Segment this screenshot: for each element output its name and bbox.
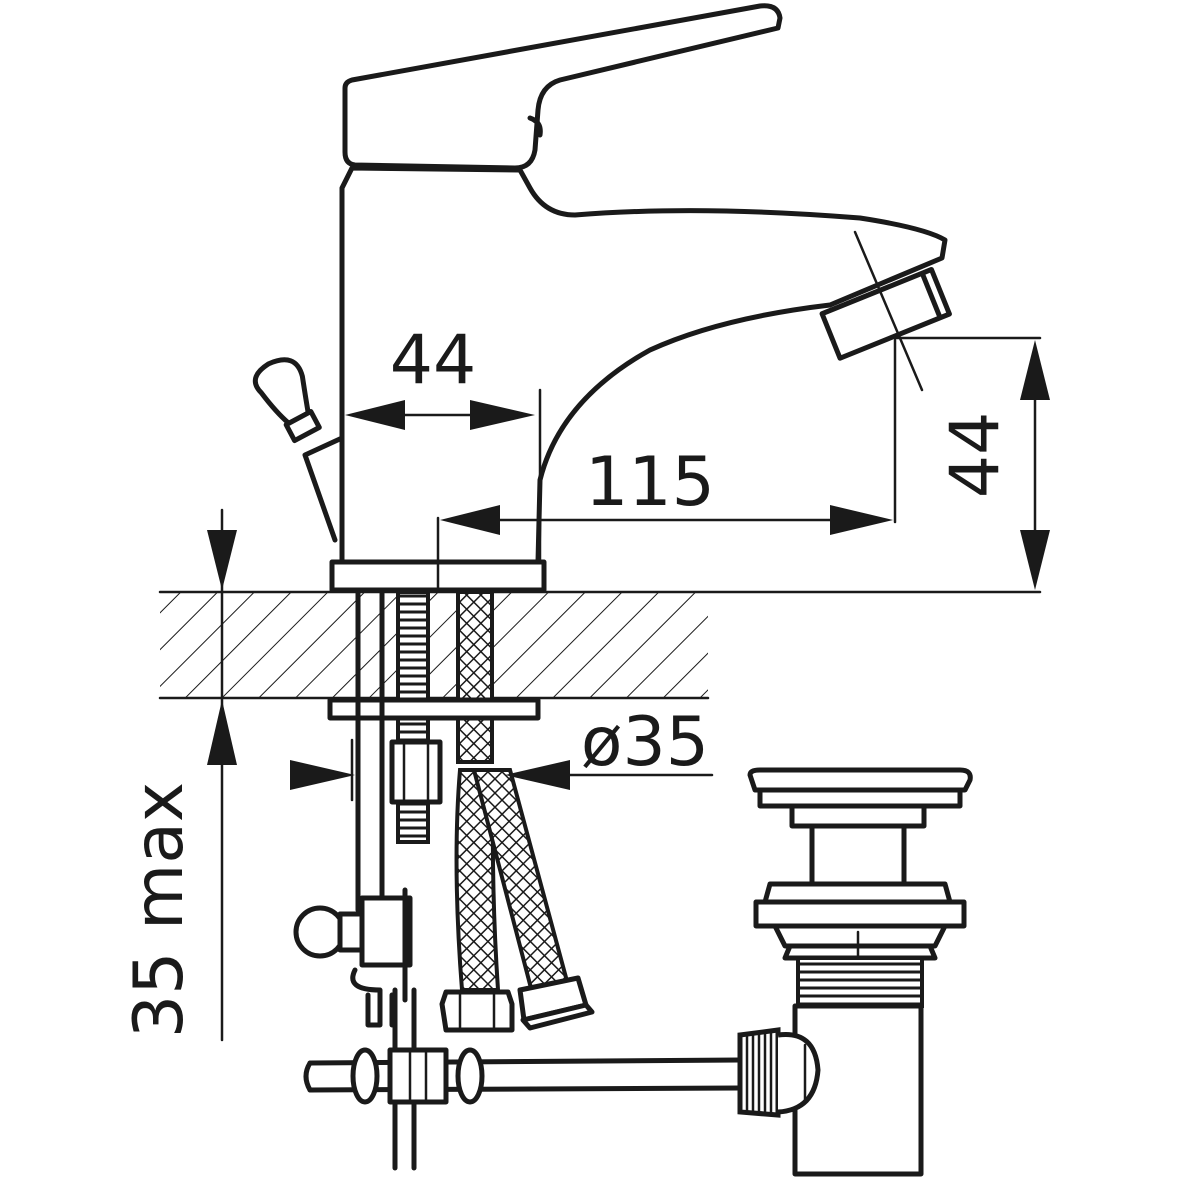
dim-max-thickness-label: 35 max bbox=[120, 782, 199, 1038]
faucet-body bbox=[252, 3, 952, 593]
dim-hole-diameter-label: ø35 bbox=[581, 703, 709, 782]
dim-spout-reach: 115 bbox=[436, 338, 897, 592]
countertop-section bbox=[158, 590, 1042, 700]
mounting-plate bbox=[327, 697, 541, 721]
dim-spout-reach-label: 115 bbox=[585, 443, 715, 522]
dim-spout-height-label: 44 bbox=[936, 412, 1015, 499]
popup-drain bbox=[737, 767, 973, 1177]
dim-spout-height: 44 bbox=[853, 230, 1050, 590]
dim-body-width: 44 bbox=[345, 321, 542, 562]
dim-body-width-label: 44 bbox=[390, 321, 477, 400]
dim-max-thickness: 35 max bbox=[120, 508, 237, 1042]
dim-hole-diameter: ø35 bbox=[290, 703, 714, 802]
popup-rod-assembly bbox=[293, 589, 743, 1171]
stud-nut bbox=[389, 739, 443, 805]
